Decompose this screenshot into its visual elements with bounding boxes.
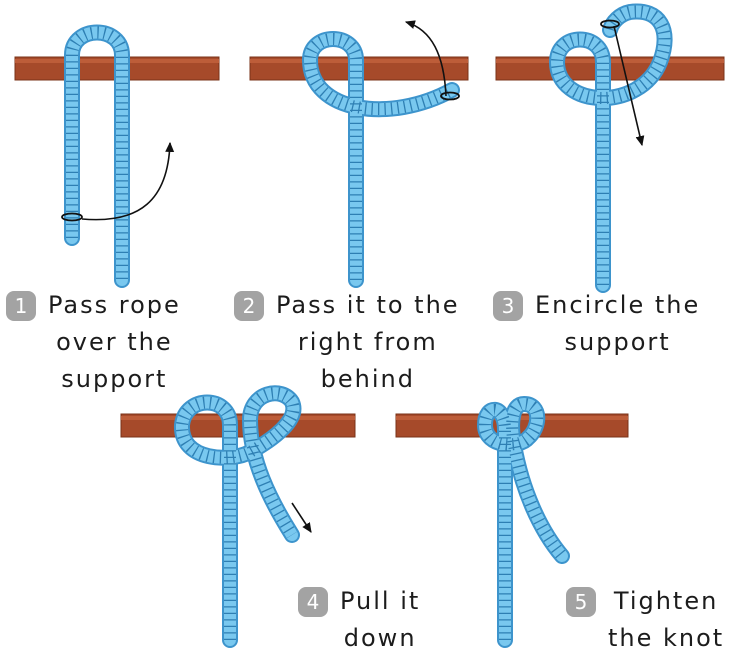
step-1-number-badge: 1 — [6, 291, 36, 321]
step-1-illustration — [14, 24, 220, 288]
step-3-rope — [549, 3, 673, 293]
step-5-illustration — [395, 396, 629, 648]
step-5-rope — [477, 396, 570, 648]
step-1-arrow — [81, 141, 175, 221]
step-3-illustration — [495, 3, 725, 293]
step-2-illustration — [249, 20, 469, 288]
step-4-illustration — [120, 385, 356, 648]
step-2-number-badge: 2 — [234, 291, 264, 321]
step-3-arrow — [613, 25, 645, 147]
step-2-arrow — [404, 20, 447, 97]
step-1-label: 1 Pass rope over the support — [6, 287, 181, 398]
step-4-arrow — [291, 502, 312, 533]
step-4-number-badge: 4 — [298, 587, 328, 617]
step-2-caption: Pass it to the right from behind — [276, 291, 460, 393]
step-3-number-badge: 3 — [493, 291, 523, 321]
step-2-label: 2 Pass it to the right from behind — [234, 287, 460, 398]
step-2-rope — [302, 31, 460, 288]
step-3-caption: Encircle the support — [535, 291, 701, 356]
step-4-caption: Pull it down — [340, 587, 421, 652]
step-5-caption: Tighten the knot — [608, 587, 725, 652]
step-3-label: 3 Encircle the support — [493, 287, 700, 361]
step-5-number-badge: 5 — [566, 587, 596, 617]
step-3-rope-end-ring — [600, 19, 620, 29]
step-2-rope-end-ring — [440, 91, 460, 101]
step-5-label: 5 Tighten the knot — [566, 583, 724, 657]
step-1-rope-end-ring — [61, 212, 83, 222]
step-1-caption: Pass rope over the support — [48, 291, 181, 393]
step-4-label: 4 Pull it down — [298, 583, 420, 657]
step-1-rope — [64, 24, 130, 288]
step-4-rope — [174, 385, 302, 648]
